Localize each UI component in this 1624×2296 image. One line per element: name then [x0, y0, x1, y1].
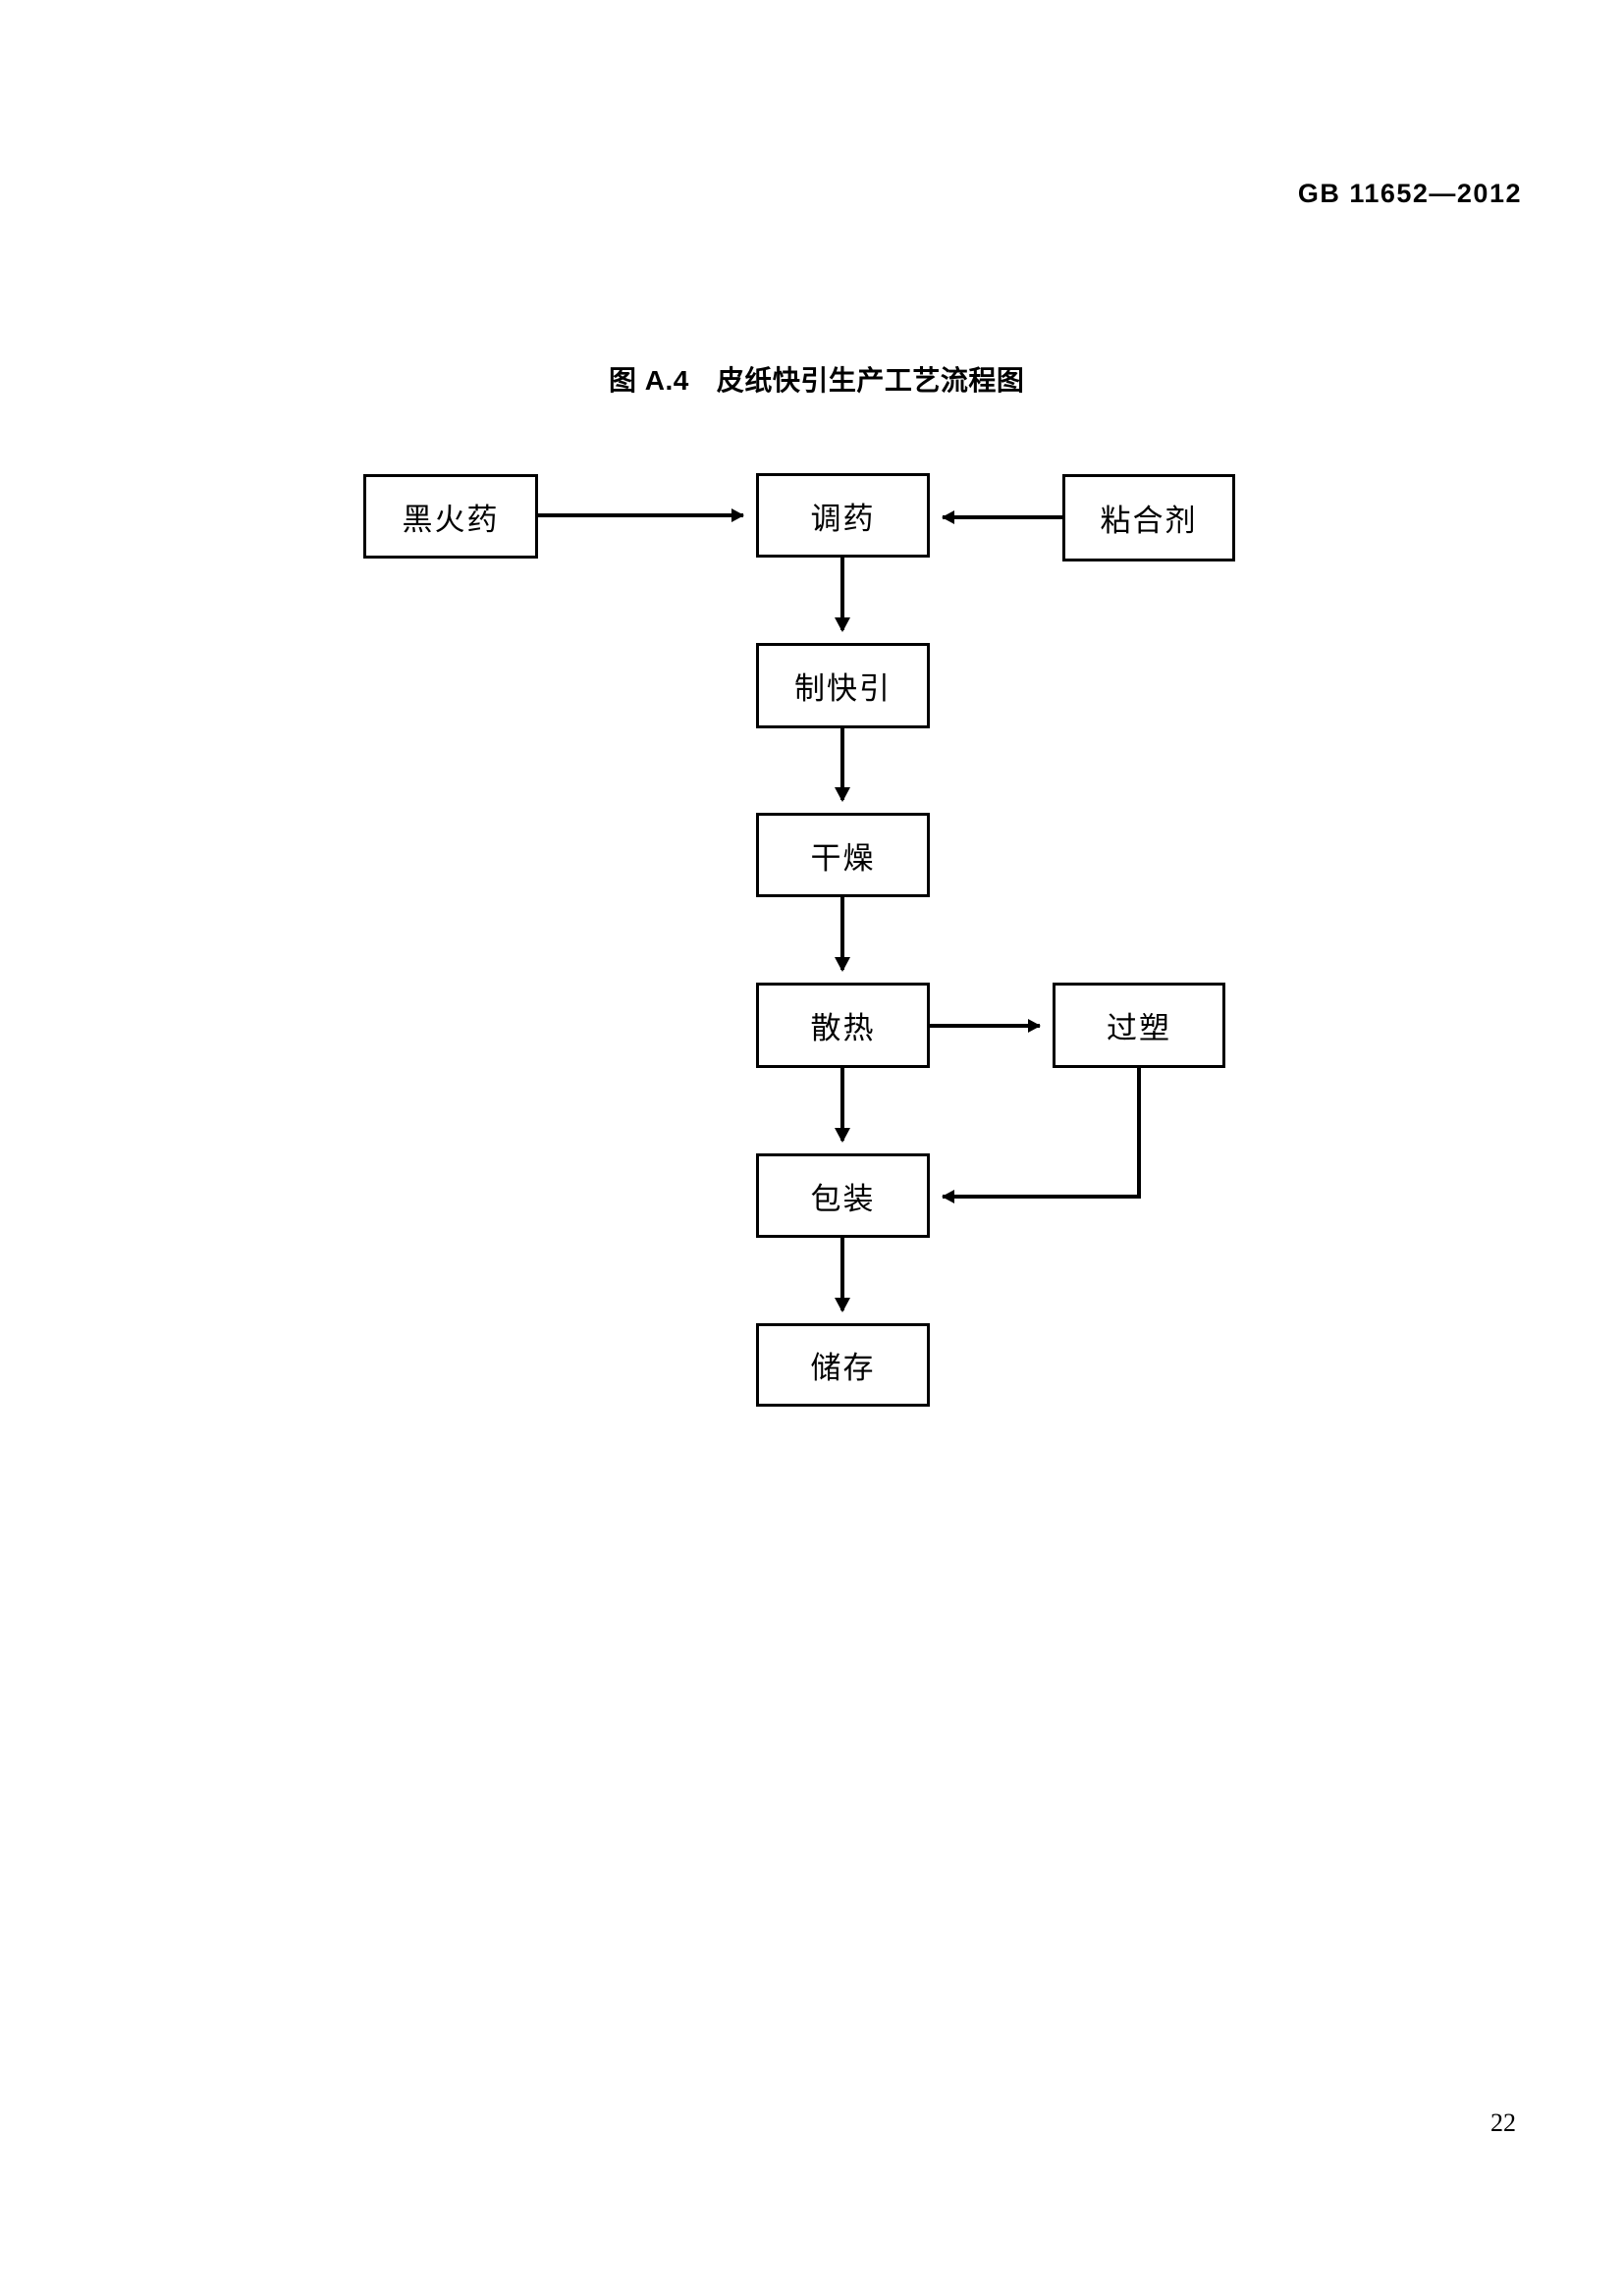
edge-guosu-to-baozhuang: [942, 1068, 1141, 1203]
flow-node-sanre[interactable]: 散热: [756, 983, 930, 1068]
flow-node-heihuoyao[interactable]: 黑火药: [363, 474, 538, 559]
standard-number-header: GB 11652—2012: [1297, 179, 1522, 208]
figure-caption-title: 皮纸快引生产工艺流程图: [716, 365, 1025, 396]
page-number: 22: [1490, 2109, 1516, 2137]
figure-caption: 图 A.4 皮纸快引生产工艺流程图: [609, 359, 1024, 399]
flow-node-tiaoyao[interactable]: 调药: [756, 473, 930, 558]
flow-node-ganzao[interactable]: 干燥: [756, 813, 930, 897]
flow-node-baozhuang[interactable]: 包装: [756, 1153, 930, 1238]
flow-node-chucun[interactable]: 储存: [756, 1323, 930, 1407]
figure-caption-label: 图 A.4: [609, 365, 689, 396]
flow-node-zhikuaiyin[interactable]: 制快引: [756, 643, 930, 728]
flow-node-guosu[interactable]: 过塑: [1053, 983, 1225, 1068]
flow-node-zhanheji[interactable]: 粘合剂: [1062, 474, 1235, 561]
